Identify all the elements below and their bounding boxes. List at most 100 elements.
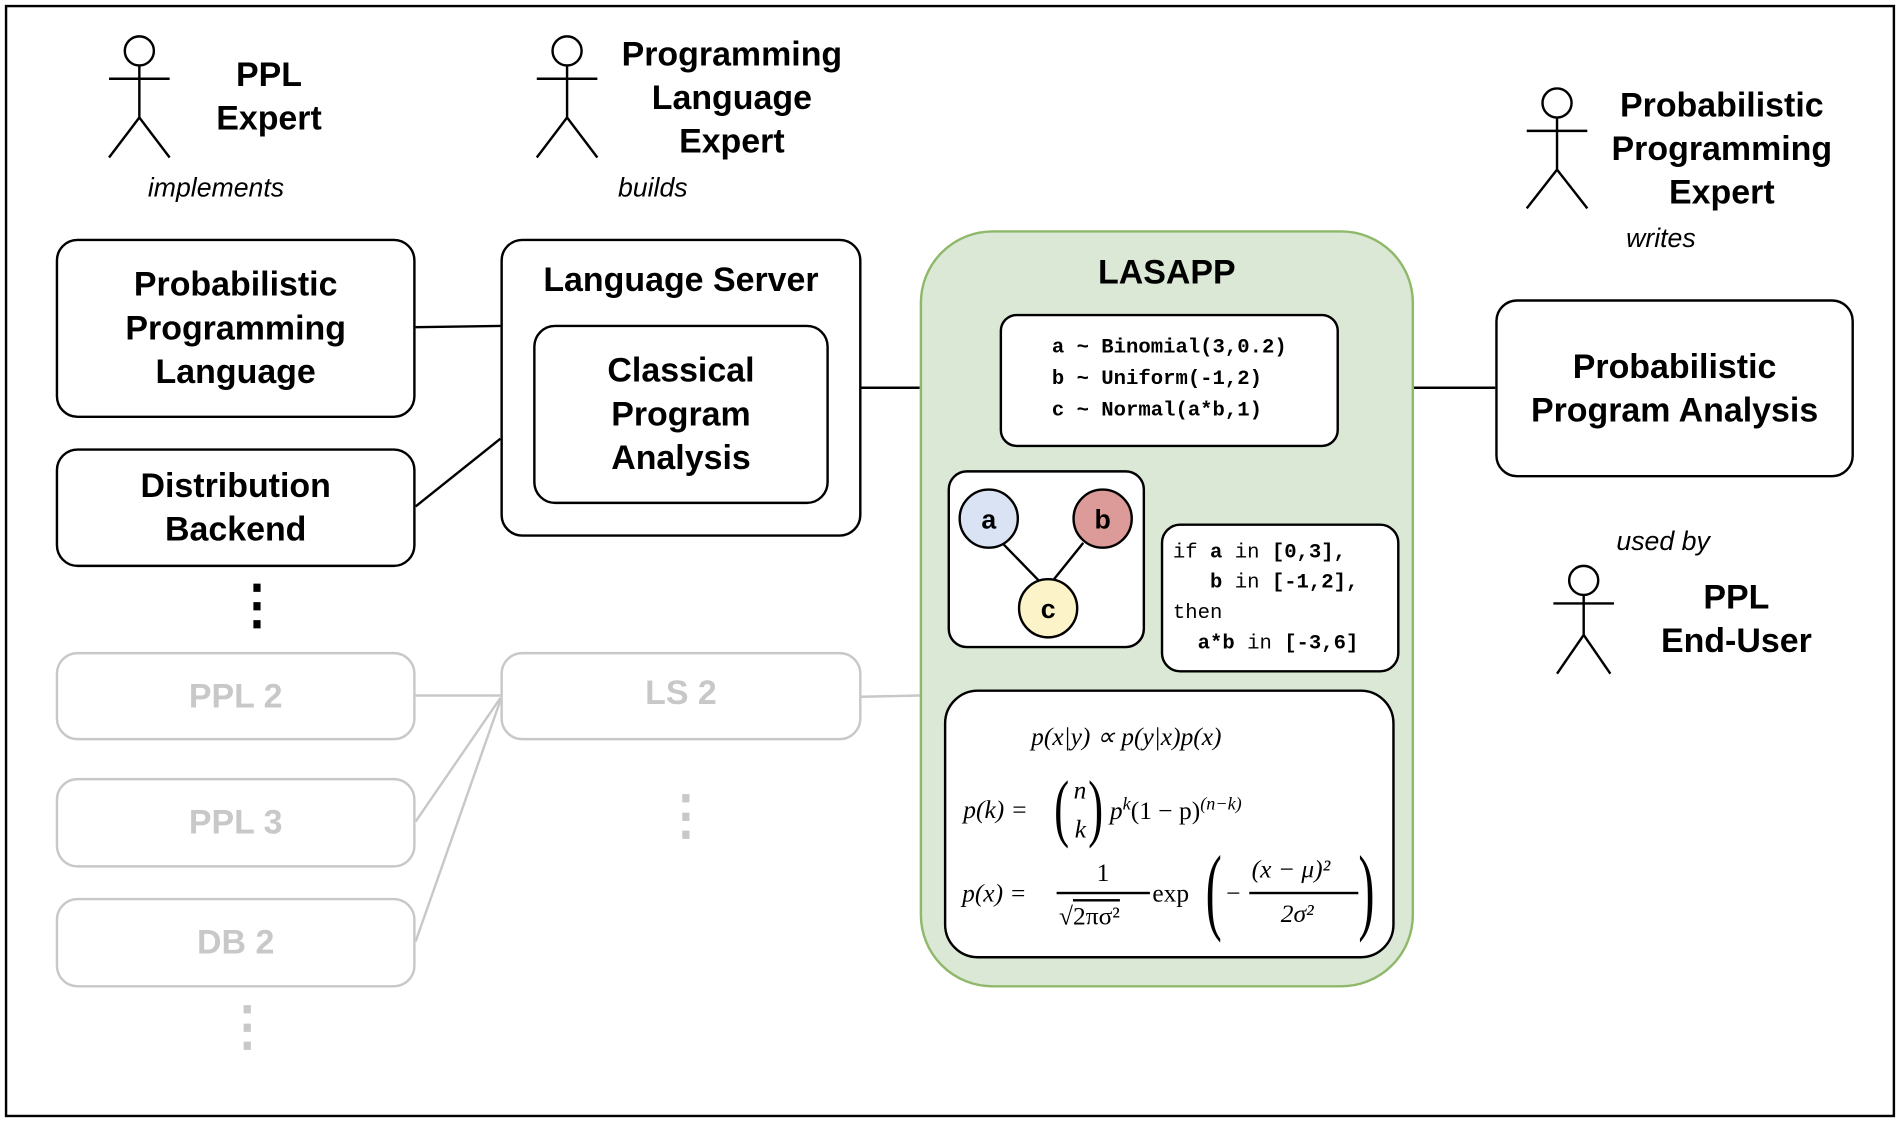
var: b (1210, 571, 1223, 595)
kw: in (1234, 541, 1260, 565)
stick-figure-icon-pl-expert (535, 35, 599, 159)
normal-inner-num: (x − μ)² (1251, 854, 1331, 884)
actor-name-line: Programming (621, 35, 843, 73)
connector-db2-ls2 (414, 699, 502, 942)
binom-k: k (1074, 814, 1087, 844)
graphical-model: a b c (958, 488, 1133, 639)
var: a (1210, 541, 1223, 565)
more-dots-icon: ⋮ (230, 575, 284, 635)
lasapp-title: LASAPP (1098, 253, 1236, 291)
formula-normal-lhs: p(x) = (962, 878, 1027, 908)
box-line: Classical (607, 351, 755, 389)
graph-box: a b c (947, 470, 1146, 649)
stick-figure-icon-ppl-expert (108, 35, 171, 159)
formula-box (943, 689, 1395, 959)
stick-figure-icon-end-user (1553, 564, 1614, 675)
box-line: Distribution (140, 466, 331, 505)
binom-rest: pk(1 − p)(n−k) (1110, 795, 1242, 827)
den: 2πσ² (1072, 901, 1120, 931)
connector-db-ls (414, 437, 502, 508)
formula-binomial-lhs: p(k) = (963, 794, 1028, 824)
binom-n: n (1073, 775, 1087, 805)
edge-a-c (1001, 541, 1046, 588)
range: [-1,2], (1271, 571, 1359, 595)
actor-pl-expert: Programming Language Expert (599, 33, 866, 164)
paren-left: ( (1054, 767, 1070, 850)
actor-name-line: Expert (216, 99, 322, 137)
range: [-3,6] (1284, 631, 1359, 655)
stick-figure-icon-pp-expert (1525, 87, 1589, 210)
p: p (1109, 796, 1123, 826)
normal-den: √2πσ² (1059, 901, 1120, 931)
role-used-by: used by (1616, 525, 1710, 557)
exp: k (1122, 794, 1131, 815)
box-line: Program Analysis (1530, 390, 1819, 429)
box-ppl-3: PPL 3 (55, 777, 416, 868)
normal-minus: − (1226, 878, 1241, 908)
fraction-bar (1056, 891, 1150, 894)
ls-title: Language Server (543, 260, 819, 299)
code-line: b ~ Uniform(-1,2) (1051, 368, 1263, 392)
exp: (n−k) (1200, 794, 1242, 815)
kw: then (1172, 601, 1223, 625)
big-paren-right: ) (1358, 837, 1375, 944)
connector-ls2-lasapp (861, 694, 920, 698)
box-ppl-2: PPL 2 (55, 651, 416, 741)
interval-box: if a in [0,3], b in [-1,2], then a*b in [… (1160, 523, 1400, 673)
box-db-2: DB 2 (55, 897, 416, 988)
actor-name-line: PPL (1703, 577, 1770, 616)
code-line: a ~ Binomial(3,0.2) (1051, 336, 1287, 360)
big-paren-left: ( (1205, 837, 1222, 944)
actor-name-line: PPL (235, 55, 302, 94)
kw: in (1234, 571, 1260, 595)
connector-ppl3-ls2 (414, 697, 502, 823)
range: [0,3], (1271, 541, 1347, 565)
normal-num: 1 (1096, 857, 1110, 887)
node-label-c: c (1041, 594, 1056, 624)
normal-exp: exp (1152, 878, 1190, 908)
formula-bayes: p(x|y) ∝ p(y|x)p(x) (1031, 722, 1222, 752)
node-b (1072, 488, 1133, 549)
box-line: Analysis (611, 438, 751, 477)
actor-name-line: Language (651, 78, 812, 117)
node-a (958, 488, 1020, 549)
kw: if (1172, 541, 1198, 565)
box-line: Programming (125, 308, 346, 347)
node-label-a: a (981, 504, 996, 534)
actor-name-line: End-User (1660, 621, 1812, 660)
frame (4, 4, 1896, 1118)
box-ls-2: LS 2 (500, 651, 862, 741)
box-line: Probabilistic (1572, 347, 1777, 385)
more-dots-icon-gray: ⋮ (659, 786, 713, 846)
role-builds: builds (617, 172, 688, 203)
actor-pp-expert: Probabilistic Programming Expert (1576, 84, 1867, 215)
connector-ppl-ls (415, 324, 501, 329)
paren-right: ) (1088, 767, 1104, 850)
more-dots-icon-gray: ⋮ (220, 997, 274, 1057)
node-label-b: b (1095, 504, 1111, 534)
node-c (1017, 577, 1079, 639)
kw: in (1247, 631, 1272, 655)
role-writes: writes (1626, 222, 1696, 254)
box-line: Probabilistic (133, 265, 338, 303)
actor-ppl-expert: PPL Expert (184, 53, 354, 140)
actor-name-line: Expert (679, 122, 785, 160)
role-implements: implements (147, 172, 285, 203)
actor-name-line: Programming (1611, 129, 1833, 168)
actor-end-user: PPL End-User (1639, 576, 1833, 663)
normal-inner-den: 2σ² (1280, 899, 1314, 929)
fraction-bar (1249, 891, 1359, 894)
box-line: Backend (164, 510, 307, 548)
code-line: c ~ Normal(a*b,1) (1051, 399, 1263, 423)
box-line: Language (155, 352, 316, 391)
term: (1 − p) (1130, 796, 1201, 826)
box-line: Program (611, 395, 751, 433)
actor-name-line: Expert (1669, 173, 1775, 211)
var: a*b (1197, 631, 1235, 655)
